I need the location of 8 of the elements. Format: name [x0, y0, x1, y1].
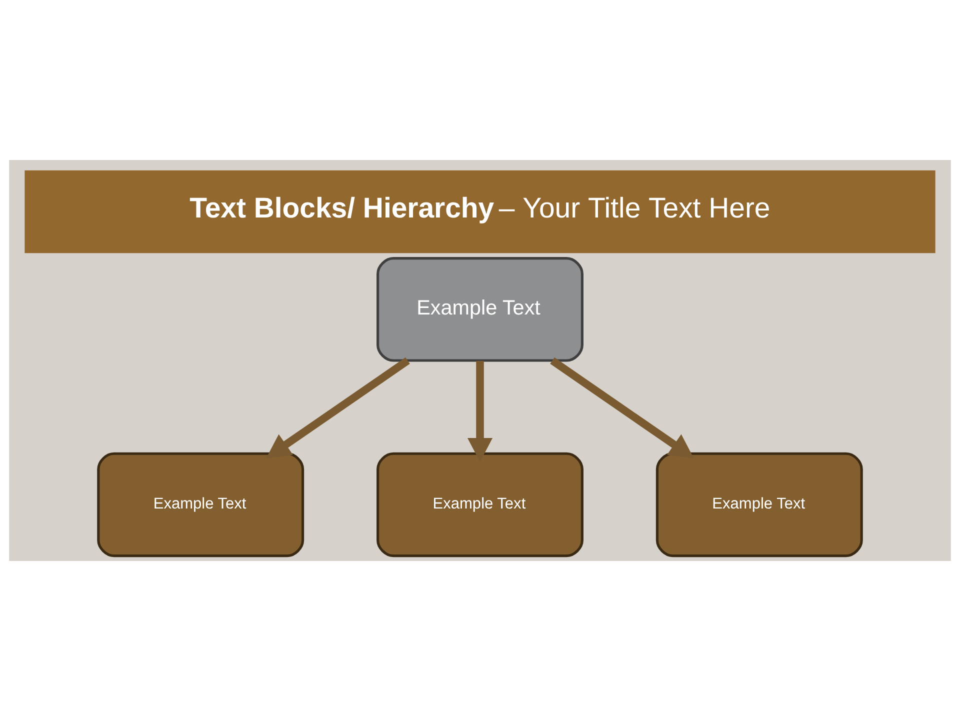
node-box: Example Text — [376, 452, 584, 557]
node-box: Example Text — [656, 452, 863, 557]
arrow — [467, 360, 493, 462]
node-box: Example Text — [97, 452, 304, 557]
arrow — [550, 356, 694, 458]
arrow — [266, 356, 410, 458]
diagram-title: Text Blocks/ Hierarchy – Your Title Text Here — [190, 192, 770, 224]
node-box: Example Text — [376, 256, 584, 362]
